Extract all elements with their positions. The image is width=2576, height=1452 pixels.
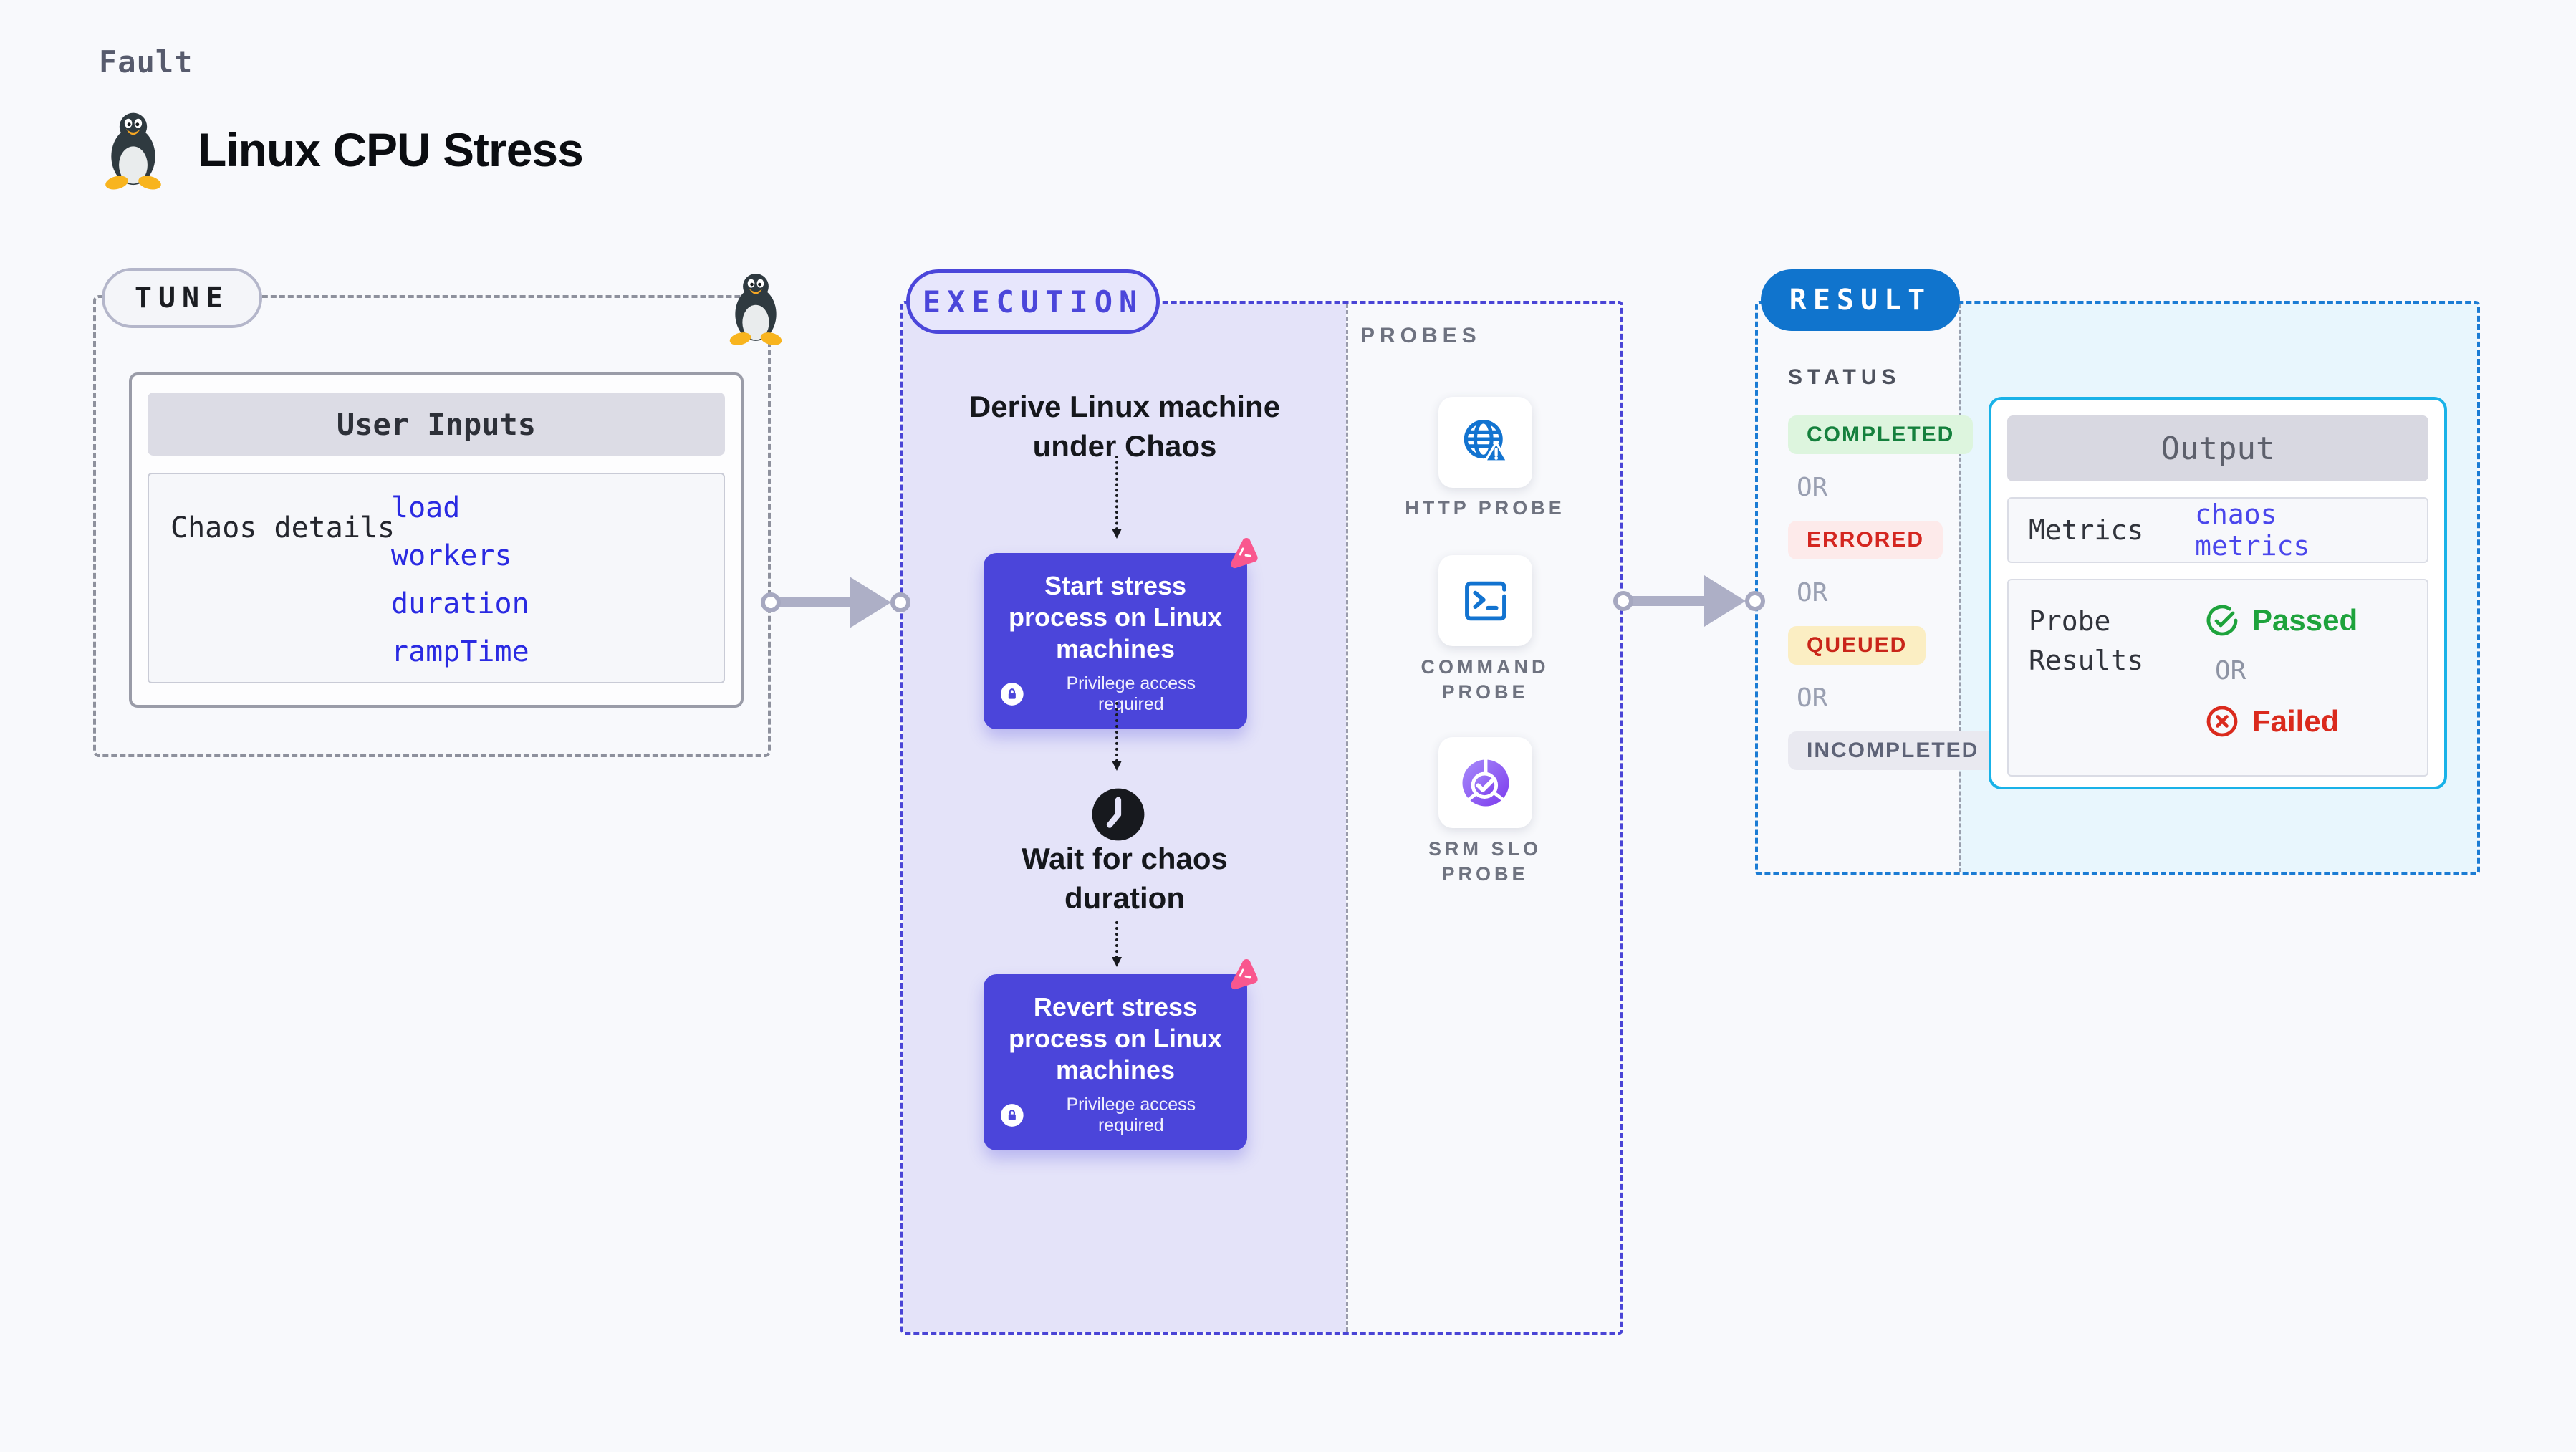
input-link-ramptime[interactable]: rampTime (391, 635, 529, 668)
status-badge-completed: COMPLETED (1788, 415, 1974, 454)
status-column: STATUS COMPLETED OR ERRORED OR QUEUED OR… (1788, 365, 1998, 789)
connector-dot (890, 592, 910, 612)
input-link-workers[interactable]: workers (391, 539, 512, 572)
start-stress-title: Start stress process on Linux machines (1008, 571, 1223, 663)
dotted-arrow (1112, 456, 1122, 539)
linux-tux-icon (105, 112, 161, 190)
chaos-details-label: Chaos details (170, 511, 395, 544)
x-circle-icon (2206, 706, 2238, 737)
result-section: RESULT STATUS COMPLETED OR ERRORED OR QU… (1755, 269, 2480, 875)
chaos-experiment-icon (1231, 537, 1258, 569)
probe-results-label: Probe Results (2029, 605, 2144, 677)
status-badge-queued: QUEUED (1788, 626, 1926, 665)
execution-label-pill: EXECUTION (906, 269, 1160, 334)
metrics-label: Metrics (2029, 514, 2144, 546)
privilege-badge-text: Privilege access required (1066, 673, 1196, 714)
terminal-icon (1464, 581, 1506, 620)
user-inputs-body: Chaos details load workers duration ramp… (148, 473, 725, 683)
globe-alert-icon (1464, 419, 1509, 463)
srm-slo-probe-card (1438, 737, 1532, 828)
metrics-row: Metrics chaos metrics (2007, 497, 2428, 563)
dotted-arrow (1112, 702, 1122, 771)
or-label: OR (1797, 578, 1828, 607)
or-label: OR (2215, 656, 2246, 686)
execution-section: EXECUTION Derive Linux machine under Cha… (900, 269, 1623, 1335)
lock-icon (1001, 1103, 1024, 1127)
privilege-badge: Privilege access required (1001, 1095, 1230, 1136)
check-circle-icon (2206, 605, 2238, 636)
failed-text: Failed (2252, 704, 2340, 738)
tune-label-pill: TUNE (102, 268, 262, 328)
connector-dot (761, 592, 781, 612)
lock-icon (1001, 682, 1024, 706)
connector-dot (1745, 591, 1765, 611)
revert-stress-title: Revert stress process on Linux machines (1008, 992, 1223, 1085)
start-stress-card: Start stress process on Linux machines P… (984, 537, 1258, 729)
revert-stress-card: Revert stress process on Linux machines … (984, 958, 1258, 1150)
user-inputs-header: User Inputs (148, 393, 725, 456)
status-heading: STATUS (1788, 365, 1901, 389)
command-probe-label: COMMAND PROBE (1421, 656, 1549, 703)
chaos-metrics-link[interactable]: chaos metrics (2195, 499, 2310, 562)
tune-section: TUNE User Inputs Chaos details load work… (93, 268, 782, 757)
arrow-line (1623, 596, 1715, 606)
fault-kicker: Fault (99, 44, 193, 80)
tux-corner-icon (729, 273, 782, 345)
wait-step-text: Wait for chaos duration (1022, 842, 1228, 915)
privilege-badge: Privilege access required (1001, 673, 1230, 715)
srm-slo-probe-label: SRM SLO PROBE (1428, 838, 1542, 885)
arrow-head (1704, 575, 1746, 627)
http-probe-card (1438, 397, 1532, 488)
arrow-head (850, 577, 891, 628)
status-badge-errored: ERRORED (1788, 521, 1943, 559)
failed-line: Failed (2205, 704, 2358, 739)
or-label: OR (1797, 473, 1828, 502)
privilege-badge-text: Privilege access required (1066, 1094, 1196, 1135)
result-label-pill: RESULT (1761, 269, 1960, 331)
input-link-duration[interactable]: duration (391, 587, 529, 620)
command-probe-card (1438, 555, 1532, 646)
passed-line: Passed (2205, 603, 2358, 638)
output-header: Output (2007, 415, 2428, 481)
input-link-load[interactable]: load (391, 491, 461, 524)
page-title: Linux CPU Stress (198, 123, 584, 176)
connector-dot (1613, 591, 1633, 611)
title-row: Linux CPU Stress (100, 107, 584, 192)
output-card: Output Metrics chaos metrics Probe Resul… (1989, 397, 2447, 789)
user-inputs-card: User Inputs Chaos details load workers d… (129, 372, 744, 708)
http-probe-label: HTTP PROBE (1405, 497, 1565, 519)
probes-heading: PROBES (1360, 324, 1481, 347)
probes-divider (1346, 304, 1348, 1332)
dotted-arrow (1112, 921, 1122, 967)
status-badge-incompleted: INCOMPLETED (1788, 731, 1998, 770)
slo-donut-check-icon (1462, 759, 1509, 806)
chaos-experiment-icon (1231, 958, 1258, 990)
passed-text: Passed (2252, 603, 2358, 637)
derive-step-text: Derive Linux machine under Chaos (969, 390, 1281, 463)
probe-results-values: Passed OR Failed (2205, 602, 2358, 754)
arrow-line (771, 597, 860, 607)
probe-results-row: Probe Results Passed OR (2007, 579, 2428, 777)
clock-icon (1091, 787, 1145, 842)
or-label: OR (1797, 683, 1828, 713)
inputs-list: load workers duration rampTime (391, 484, 529, 676)
